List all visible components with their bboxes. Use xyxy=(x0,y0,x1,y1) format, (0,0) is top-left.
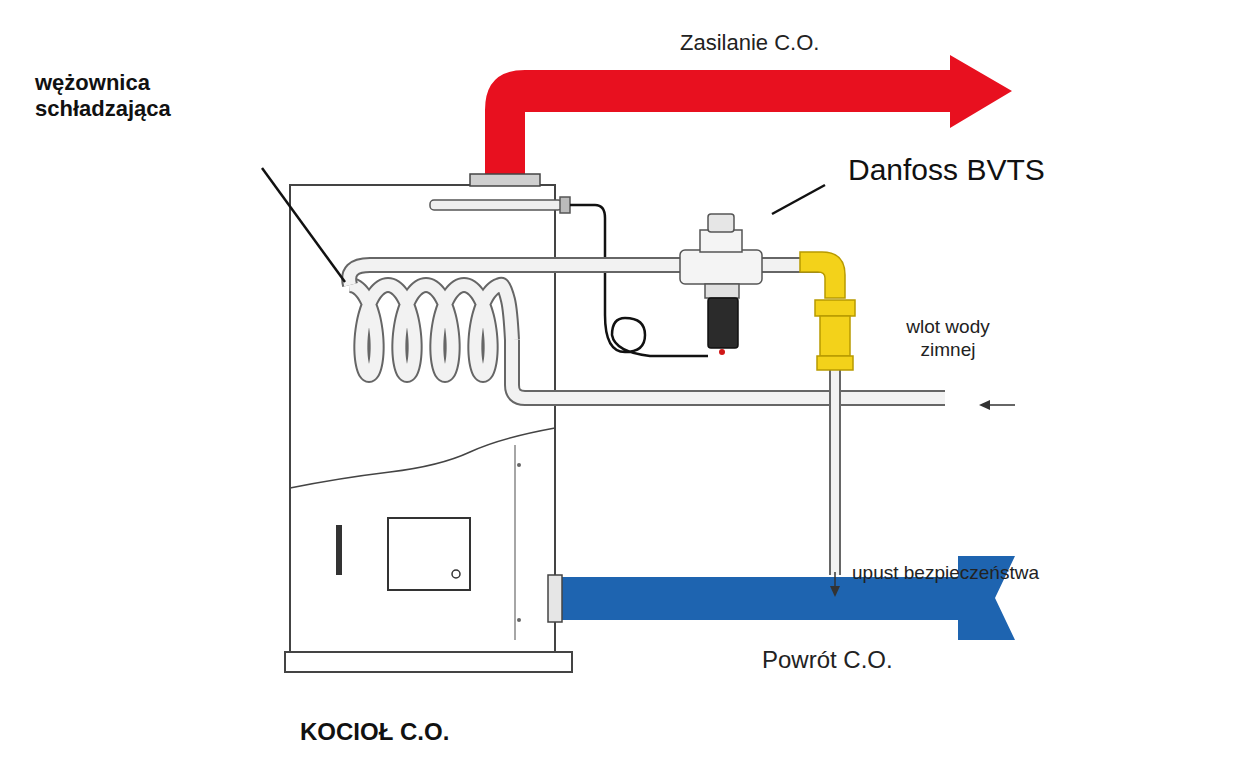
boiler-body xyxy=(290,185,555,652)
part-label: Danfoss BVTS xyxy=(848,152,1045,188)
bvts-valve xyxy=(680,214,762,355)
sensor-probe xyxy=(430,200,562,210)
leader-line xyxy=(772,185,825,214)
boiler-door xyxy=(388,518,470,590)
pipe-label: upust bezpieczeństwa xyxy=(852,562,1052,585)
supply-flange xyxy=(470,174,540,186)
return-flange xyxy=(548,575,562,622)
cooling-coil-outline xyxy=(350,285,512,375)
part-label: wężownica schładzająca xyxy=(35,70,275,123)
safety-fitting xyxy=(800,252,855,370)
leader-line xyxy=(262,168,345,282)
cooling-pipes xyxy=(349,265,945,575)
cooling-coil xyxy=(350,285,512,375)
boiler-base xyxy=(285,652,572,672)
pipe-label: Powrót C.O. xyxy=(762,646,893,675)
door-handle xyxy=(336,525,342,575)
pipe-label: Zasilanie C.O. xyxy=(680,30,819,56)
pipe-label: wlot wody zimnej xyxy=(878,316,1018,362)
inlet-arrow xyxy=(979,400,990,410)
drain-arrow xyxy=(830,586,840,597)
side-panel xyxy=(514,445,516,640)
caption-label: KOCIOŁ C.O. xyxy=(300,718,449,747)
